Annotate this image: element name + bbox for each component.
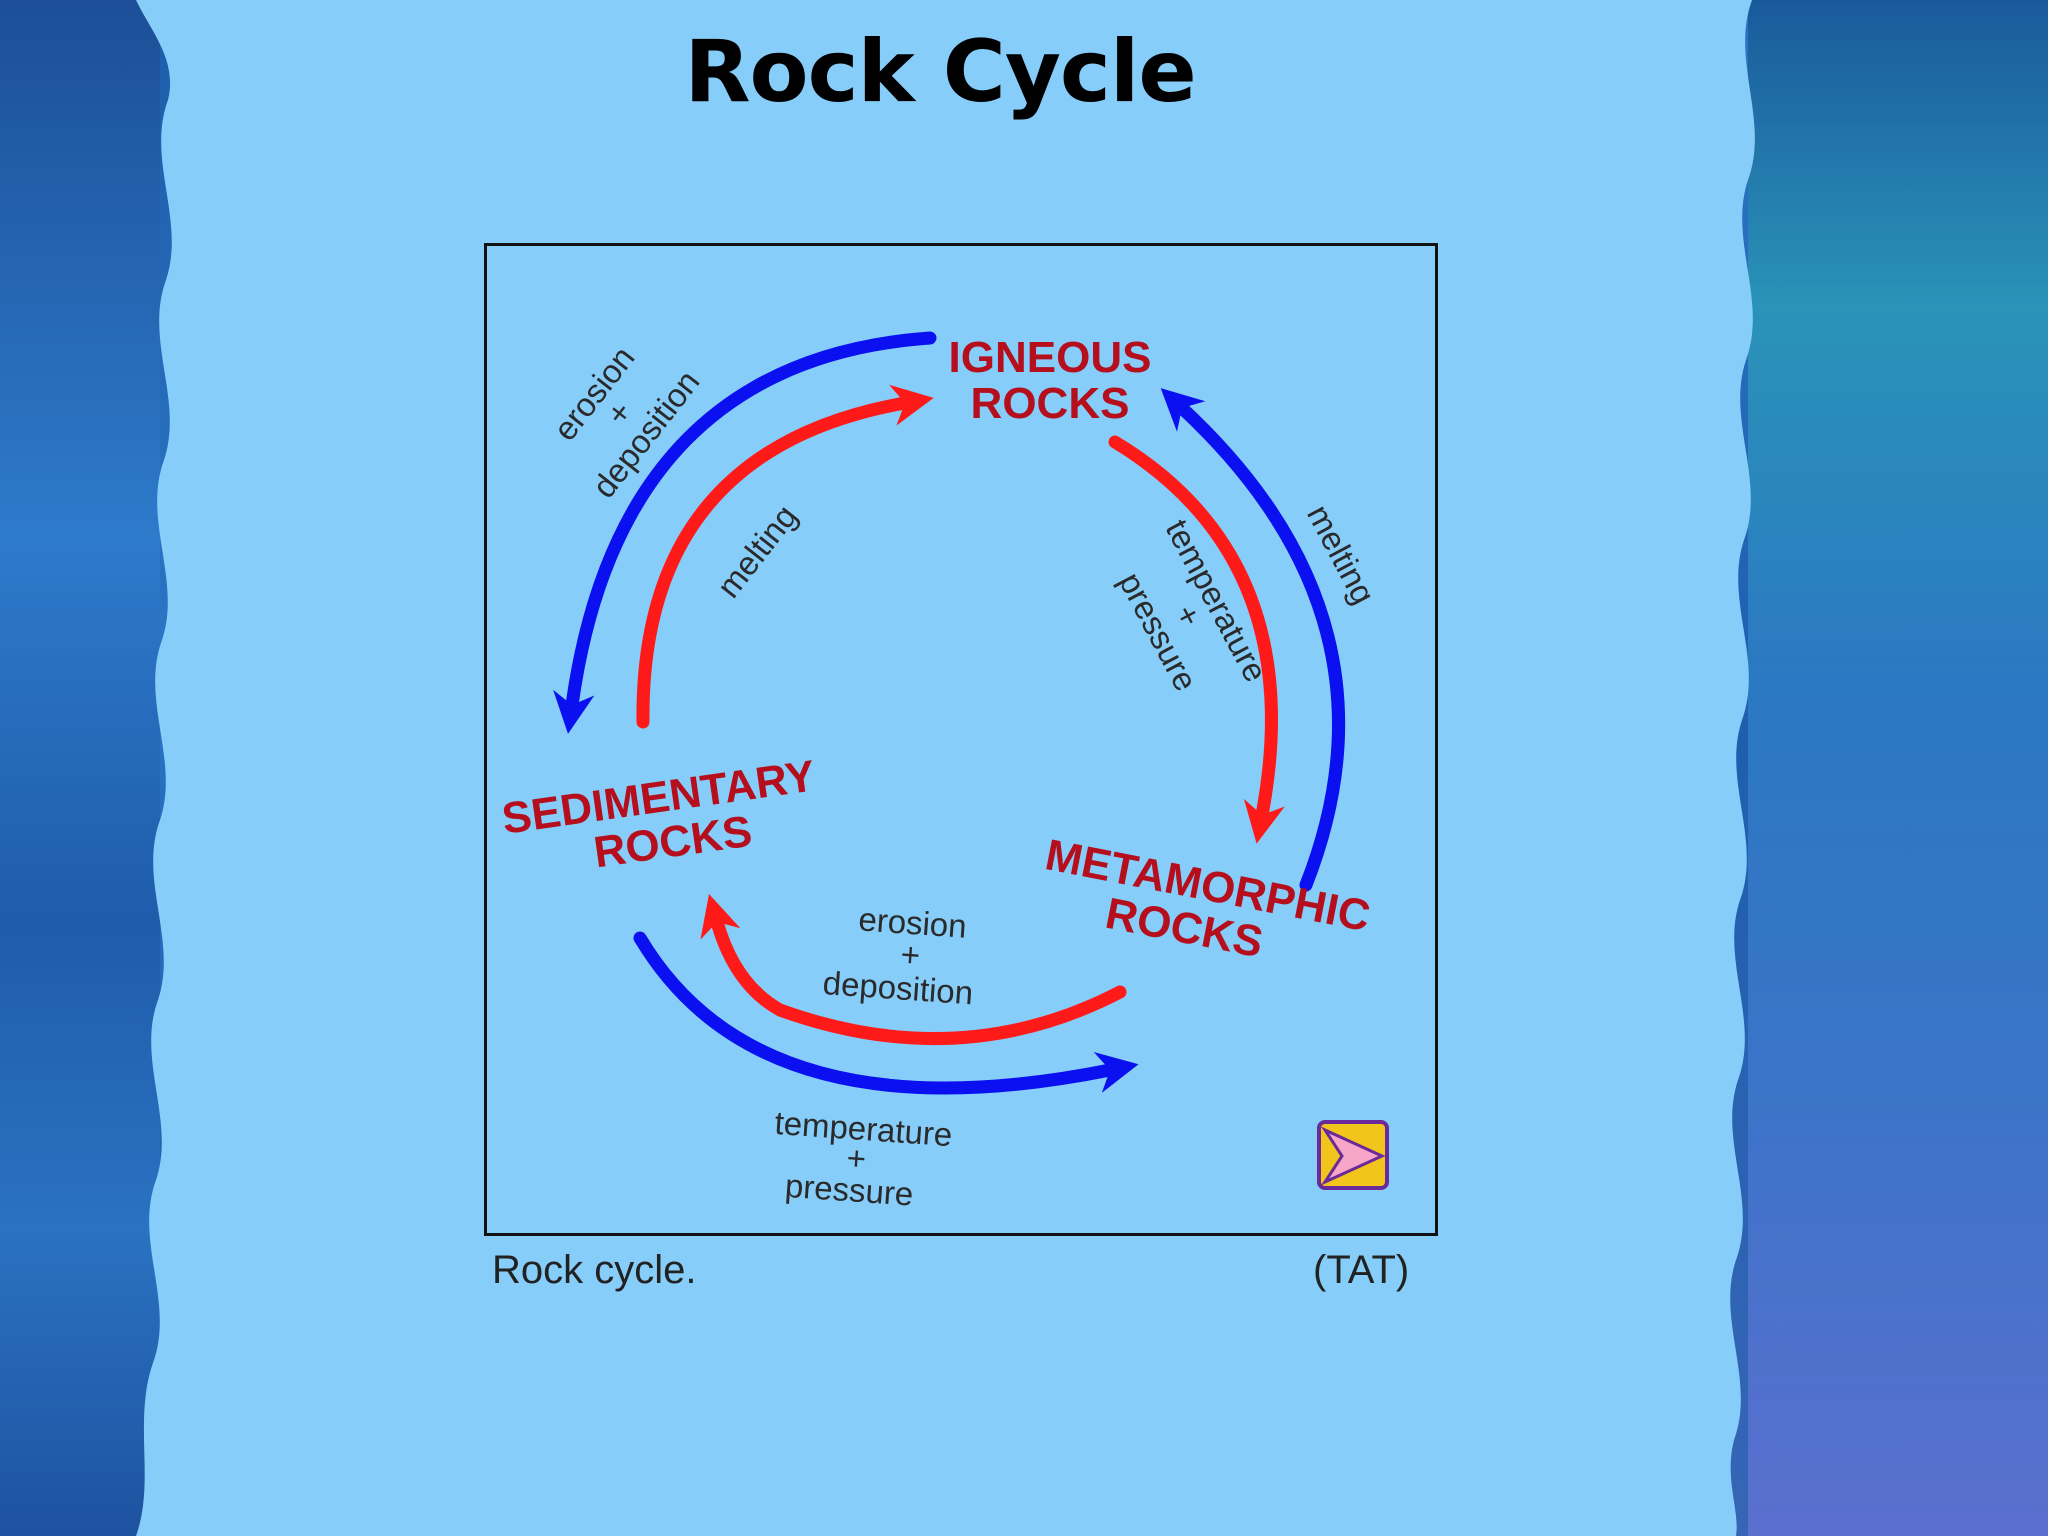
background-right	[1748, 0, 2048, 1536]
arrow-red-erosion-deposition-bottom	[700, 894, 1127, 1046]
process-deposition-bottom: deposition	[822, 964, 975, 1011]
arrow-red-temperature-pressure-right	[1108, 435, 1285, 844]
background-left	[0, 0, 160, 1536]
process-pressure-bottom: pressure	[784, 1167, 915, 1213]
arrow-red-melting-left	[636, 384, 934, 729]
slide-title: Rock Cycle	[684, 22, 1196, 122]
rock-cycle-figure	[484, 243, 1438, 1236]
arrow-blue-temperature-pressure-bottom	[633, 931, 1139, 1095]
process-erosion-bottom: erosion	[857, 900, 968, 944]
process-plus-bottom: +	[899, 935, 921, 973]
process-plus-bottom-outer: +	[846, 1139, 868, 1177]
figure-credit: (TAT)	[1313, 1248, 1410, 1292]
igneous-label-line1: IGNEOUS	[949, 333, 1152, 382]
arrow-blue-melting-right	[1160, 388, 1345, 892]
igneous-label-line2: ROCKS	[971, 379, 1130, 428]
arrow-blue-erosion-deposition	[553, 331, 937, 734]
figure-caption: Rock cycle.	[492, 1248, 697, 1292]
next-arrow-icon[interactable]	[1317, 1120, 1389, 1190]
process-melting-left: melting	[709, 498, 804, 605]
